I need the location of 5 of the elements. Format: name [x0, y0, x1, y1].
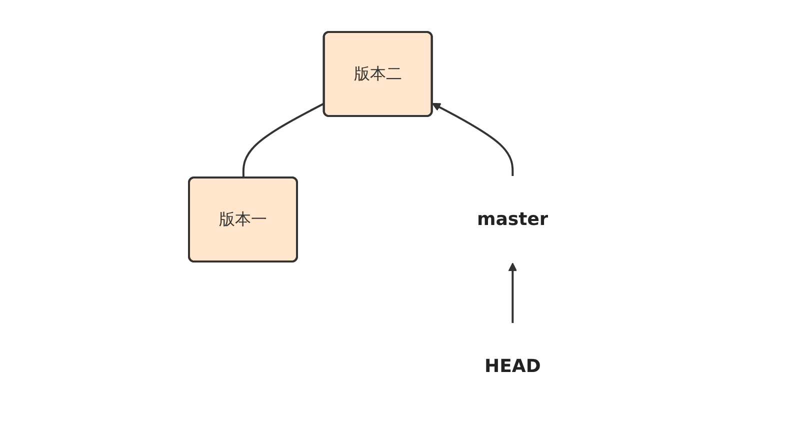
- node-text: master: [477, 208, 549, 230]
- connector: [242, 102, 326, 178]
- arrow: [432, 102, 514, 176]
- arrow: [508, 262, 518, 322]
- node-text: HEAD: [484, 356, 542, 376]
